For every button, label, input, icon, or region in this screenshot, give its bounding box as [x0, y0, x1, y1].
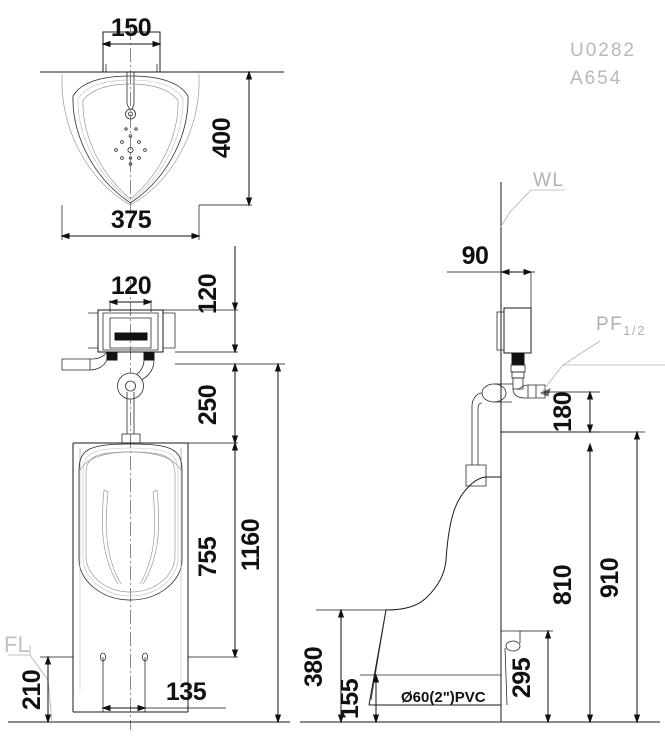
side-coupling-c — [512, 377, 524, 390]
dim-label-side-910: 910 — [596, 558, 624, 598]
dim-side-155: 155 — [336, 673, 380, 724]
side-spud-collar — [465, 464, 487, 487]
side-supply-elbow — [512, 384, 546, 399]
side-bracket-boss — [505, 640, 521, 652]
dim-front-210: 210 — [18, 655, 73, 724]
side-down-pipe-b — [477, 402, 483, 465]
front-body-sides — [72, 443, 189, 712]
dim-label-side-90: 90 — [462, 242, 489, 270]
dim-front-1160: 1160 — [237, 362, 282, 724]
side-stop-connect — [494, 383, 513, 403]
wall-line-marker: WL — [499, 170, 565, 229]
dim-side-295: 295 — [508, 629, 553, 724]
front-channel-left-b — [105, 491, 122, 585]
part-number-valve: A654 — [570, 68, 622, 89]
dim-label-front-120-width: 120 — [111, 272, 151, 300]
side-sensor-backplate — [496, 311, 505, 351]
front-channel-right-b — [139, 491, 156, 585]
front-channel-right-a — [142, 489, 160, 585]
drain-spec-label: Ø60(2")PVC — [401, 689, 486, 706]
side-body-profile — [385, 476, 488, 611]
side-coupling-b — [511, 371, 525, 379]
dim-label-front-1160: 1160 — [237, 519, 265, 571]
dim-side-910: 910 — [501, 430, 645, 724]
top-sensor-box — [102, 31, 161, 73]
dim-front-120-width: 120 — [108, 272, 153, 312]
front-bowl-outline — [78, 443, 183, 601]
dim-label-front-120-height: 120 — [194, 274, 222, 314]
front-channel-caps — [103, 489, 158, 493]
front-sensor-flange-right — [163, 312, 176, 349]
side-down-pipe-a — [471, 392, 483, 465]
floor-level-label: FL — [4, 632, 30, 657]
wall-line-label: WL — [533, 170, 565, 191]
side-elbow-ribs — [527, 385, 537, 398]
dim-front-120-height: 120 — [163, 246, 239, 354]
front-drop-tube — [126, 392, 135, 434]
dim-front-135: 135 — [101, 657, 226, 712]
dim-label-front-210: 210 — [18, 670, 46, 710]
front-sensor-flange-left — [88, 312, 99, 349]
dim-label-top-150: 150 — [111, 14, 151, 42]
dim-top-375: 375 — [60, 205, 201, 240]
front-sensor-face — [109, 317, 152, 349]
front-bowl-inner — [85, 451, 176, 593]
top-bowl-inner2 — [77, 79, 184, 202]
front-supply-arm — [61, 351, 108, 371]
dim-label-side-295: 295 — [508, 657, 536, 698]
thread-spec-label: PF1/2 — [596, 314, 646, 338]
dim-side-810: 810 — [549, 442, 594, 724]
side-stop-valve — [481, 383, 507, 403]
front-channel-left-a — [101, 489, 119, 585]
side-connector-block — [511, 352, 525, 366]
dim-front-250: 250 — [175, 362, 285, 445]
front-connector-right — [143, 351, 155, 361]
side-sensor-box — [503, 307, 532, 354]
dim-label-front-755: 755 — [194, 536, 222, 577]
dim-label-side-180: 180 — [549, 392, 577, 432]
dim-label-side-155: 155 — [336, 678, 364, 719]
dim-side-90: 90 — [447, 242, 535, 308]
dim-label-top-400: 400 — [208, 118, 236, 158]
thread-spec-marker: PF1/2 — [539, 314, 665, 397]
top-view: 150 400 375 — [40, 14, 284, 240]
side-bracket-leg — [504, 647, 508, 706]
dim-label-front-250: 250 — [194, 385, 222, 425]
top-bowl-rim — [72, 75, 189, 204]
front-inlet-collar — [121, 433, 141, 444]
front-spud-nut — [117, 372, 144, 400]
front-sensor-inner — [102, 312, 159, 351]
front-view: FL 120 120 250 — [4, 246, 290, 730]
dim-top-400: 400 — [199, 70, 253, 207]
part-number-model: U0282 — [570, 40, 636, 61]
front-body-edge-light — [79, 470, 182, 690]
dim-label-side-810: 810 — [549, 565, 577, 605]
dim-top-150: 150 — [101, 14, 162, 48]
side-front-face-thin — [370, 609, 387, 701]
dim-front-755: 755 — [188, 441, 239, 659]
front-connector-left — [106, 351, 118, 361]
dim-label-top-375: 375 — [111, 206, 152, 234]
dim-side-380: 380 — [300, 608, 386, 724]
dim-label-front-135: 135 — [166, 678, 207, 706]
side-view: WL PF1/2 — [300, 170, 665, 724]
top-spud-stem — [126, 72, 135, 104]
top-sensor-box-legs — [105, 64, 158, 72]
front-spud-hole — [125, 380, 136, 392]
front-sensor-window — [114, 332, 148, 341]
dim-side-180: 180 — [501, 390, 600, 434]
floor-level-marker: FL — [4, 632, 53, 723]
top-spray-holes — [114, 127, 147, 166]
dim-label-side-380: 380 — [300, 647, 328, 687]
front-bowl-inner2 — [82, 447, 179, 597]
side-coupling-a — [510, 364, 526, 373]
top-bowl-inner — [82, 83, 179, 200]
